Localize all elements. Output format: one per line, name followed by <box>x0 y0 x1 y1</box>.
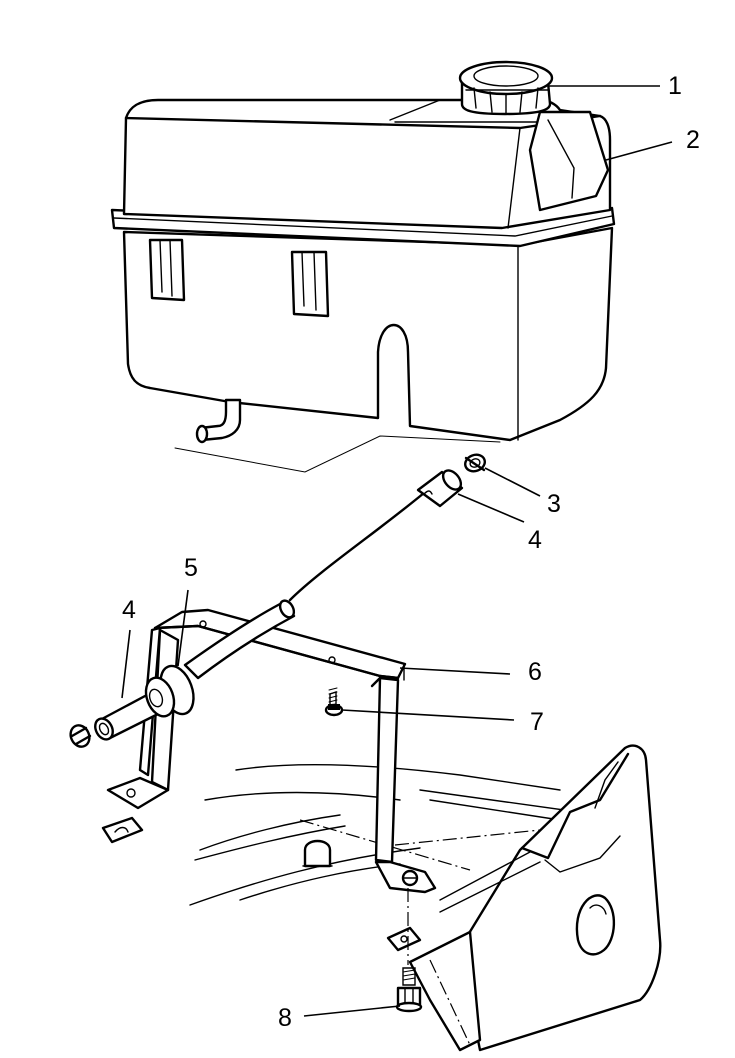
callout-1: 1 <box>668 72 682 100</box>
callout-5: 5 <box>184 554 198 582</box>
screw <box>324 687 344 717</box>
callout-6: 6 <box>528 658 542 686</box>
callout-2: 2 <box>686 126 700 154</box>
leader-lines <box>121 85 673 1017</box>
callout-7: 7 <box>530 708 544 736</box>
fuel-hose-assembly <box>69 453 486 748</box>
callout-4-upper: 4 <box>528 526 542 554</box>
support-bracket <box>106 608 437 965</box>
callout-8: 8 <box>278 1004 292 1032</box>
chassis-frame <box>101 763 601 906</box>
callout-labels: 1 2 3 4 5 4 6 7 8 <box>122 72 700 1032</box>
frame-side-panel <box>386 744 662 1052</box>
filler-cap <box>458 60 554 116</box>
callout-3: 3 <box>547 490 561 518</box>
fuel-tank <box>110 98 616 473</box>
callout-4-lower: 4 <box>122 596 136 624</box>
